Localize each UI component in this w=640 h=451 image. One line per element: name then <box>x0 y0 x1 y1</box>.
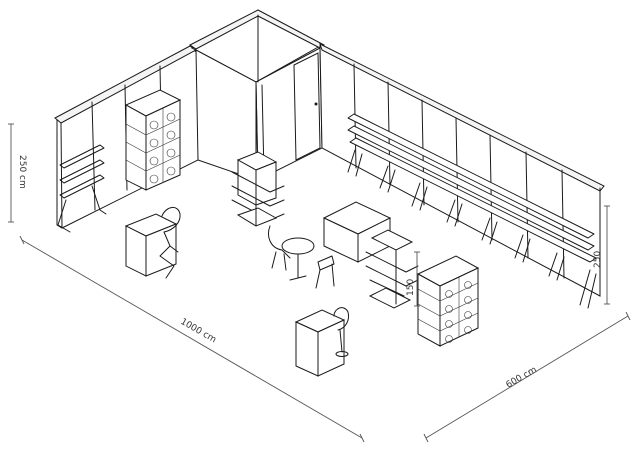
label-width: 600 cm <box>505 365 539 391</box>
cube-shelf-left <box>124 89 182 191</box>
front-counter <box>294 309 346 377</box>
wall-shelves-right <box>347 113 597 309</box>
center-display-stand <box>231 151 285 227</box>
dimension-height-left <box>8 123 14 223</box>
storage-room <box>189 9 325 181</box>
dimension-length <box>19 235 365 443</box>
left-counter <box>124 213 178 277</box>
label-height-left: 250 cm <box>17 155 27 189</box>
wall-shelves-left <box>57 144 107 233</box>
label-length: 1000 cm <box>179 317 218 345</box>
left-stool <box>159 207 181 279</box>
dimension-height-right <box>604 205 610 305</box>
cafe-table-set <box>268 225 335 289</box>
front-stool <box>333 307 349 357</box>
dimension-counter-height <box>414 251 420 307</box>
cube-shelf-front <box>416 255 480 347</box>
label-height-right: 250 <box>593 251 603 268</box>
dimension-width <box>423 311 631 443</box>
storage-door <box>293 52 321 161</box>
front-display-counter <box>365 229 419 309</box>
meeting-box <box>322 201 392 263</box>
label-counter-height: 150 <box>406 279 416 296</box>
